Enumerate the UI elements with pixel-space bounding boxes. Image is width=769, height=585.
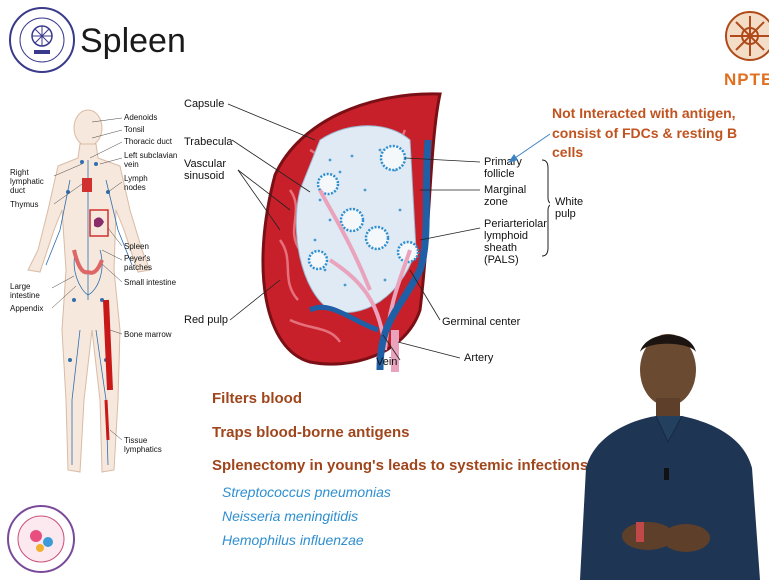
institute-seal-logo [8, 6, 76, 74]
label-lymph-nodes: Lymph nodes [124, 174, 158, 192]
label-white-pulp: White pulp [555, 196, 591, 220]
organism-neisseria: Neisseria meningitidis [222, 508, 358, 524]
label-bone-marrow: Bone marrow [124, 330, 172, 339]
label-peyers-patches: Peyer's patches [124, 254, 164, 272]
annotation-line-2: consist of FDCs & resting B cells [552, 124, 769, 162]
label-red-pulp: Red pulp [184, 314, 228, 326]
label-thymus: Thymus [10, 200, 38, 209]
bullet-filters-blood: Filters blood [212, 390, 302, 407]
bullet-splenectomy: Splenectomy in young's leads to systemic… [212, 457, 588, 474]
label-appendix: Appendix [10, 304, 43, 313]
slide-title: Spleen [80, 22, 186, 61]
presenter-video [560, 318, 769, 580]
label-adenoids: Adenoids [124, 113, 157, 122]
label-artery: Artery [464, 352, 493, 364]
label-germinal-center: Germinal center [442, 316, 520, 328]
label-pals: Periarteriolar lymphoid sheath (PALS) [484, 218, 546, 266]
annotation-arrow [506, 132, 552, 166]
annotation-line-1: Not Interacted with antigen, [552, 104, 736, 123]
nptel-logo: NPTEL [722, 8, 769, 96]
label-marginal-zone: Marginal zone [484, 184, 534, 208]
label-spleen: Spleen [124, 242, 149, 251]
label-large-intestine: Large intestine [10, 282, 50, 300]
label-vascular-sinusoid: Vascular sinusoid [184, 158, 236, 182]
lab-seal-logo [6, 504, 76, 574]
spleen-section-diagram: Capsule Trabecula Vascular sinusoid Red … [180, 80, 550, 380]
organism-streptococcus: Streptococcus pneumonias [222, 484, 391, 500]
label-vein: Vein [376, 356, 397, 368]
label-tissue-lymphatics: Tissue lymphatics [124, 436, 164, 454]
nptel-text: NPTEL [724, 70, 769, 90]
label-small-intestine: Small intestine [124, 278, 176, 287]
label-tonsil: Tonsil [124, 125, 144, 134]
organism-hemophilus: Hemophilus influenzae [222, 532, 364, 548]
lymphatic-body-diagram: Adenoids Tonsil Thoracic duct Left subcl… [10, 100, 185, 500]
label-thoracic-duct: Thoracic duct [124, 137, 172, 146]
label-right-lymphatic-duct: Right lymphatic duct [10, 168, 54, 195]
label-trabecula: Trabecula [184, 136, 233, 148]
label-capsule: Capsule [184, 98, 224, 110]
bullet-traps-antigens: Traps blood-borne antigens [212, 424, 410, 441]
label-left-subclavian-vein: Left subclavian vein [124, 151, 182, 169]
